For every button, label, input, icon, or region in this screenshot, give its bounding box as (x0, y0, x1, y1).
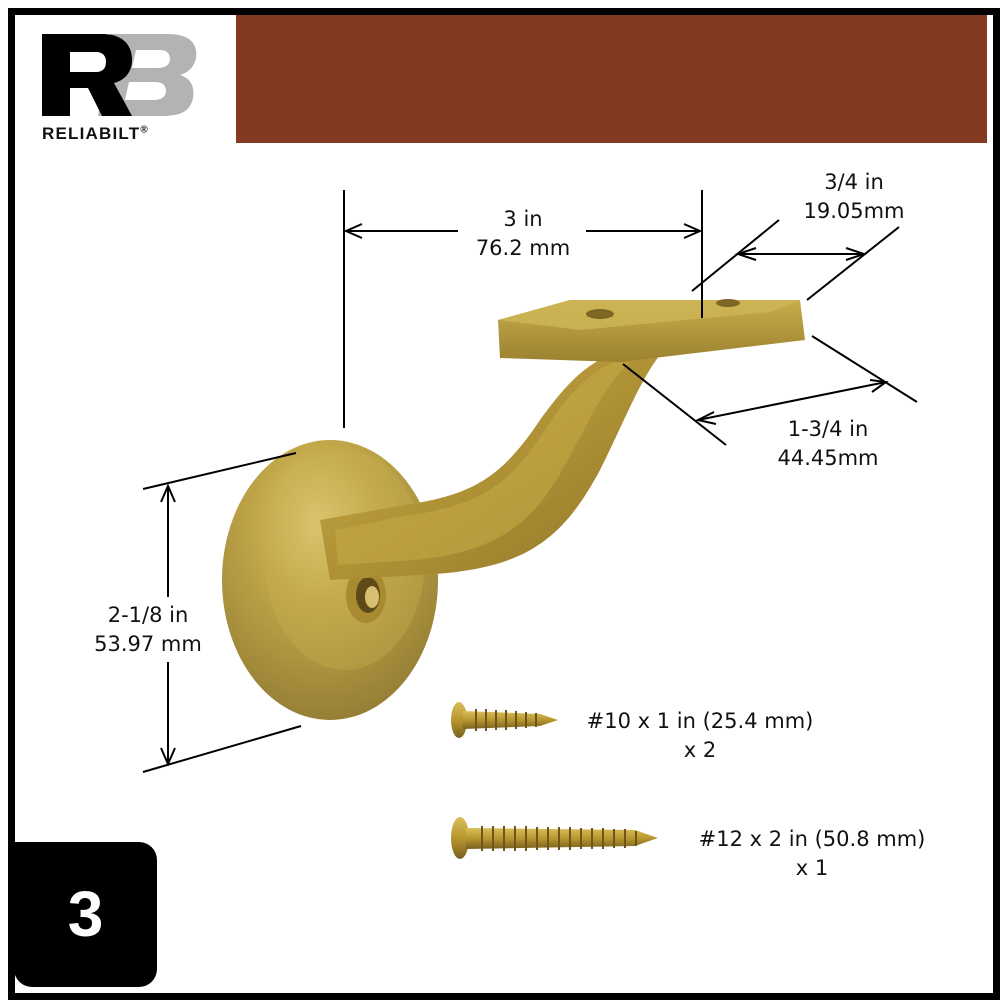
step-number-badge: 3 (14, 842, 157, 987)
dim-rail-width-label: 3/4 in 19.05mm (803, 170, 905, 223)
rb-monogram-icon (42, 34, 197, 116)
dim-plate-diameter-label: 2-1/8 in 53.97 mm (94, 603, 202, 656)
dimension-lines (142, 190, 918, 773)
hardware-item-12x2: #12 x 2 in (50.8 mm) x 1 (698, 827, 926, 880)
step-number: 3 (67, 878, 104, 950)
brand-wordmark: RELIABILT® (42, 124, 149, 143)
screw-12x2-icon (451, 817, 658, 859)
dim-rail-length-label: 1-3/4 in 44.45mm (777, 417, 879, 470)
rail-mount-plate (498, 299, 805, 362)
image-frame (8, 8, 1000, 1000)
reliabilt-logo: RELIABILT® (40, 30, 220, 150)
bracket-arm (320, 355, 660, 580)
screw-10x1-icon (451, 702, 558, 738)
brand-banner (236, 15, 987, 143)
dim-projection-label: 3 in 76.2 mm (475, 207, 571, 260)
hardware-item-10x1: #10 x 1 in (25.4 mm) x 2 (586, 709, 814, 762)
